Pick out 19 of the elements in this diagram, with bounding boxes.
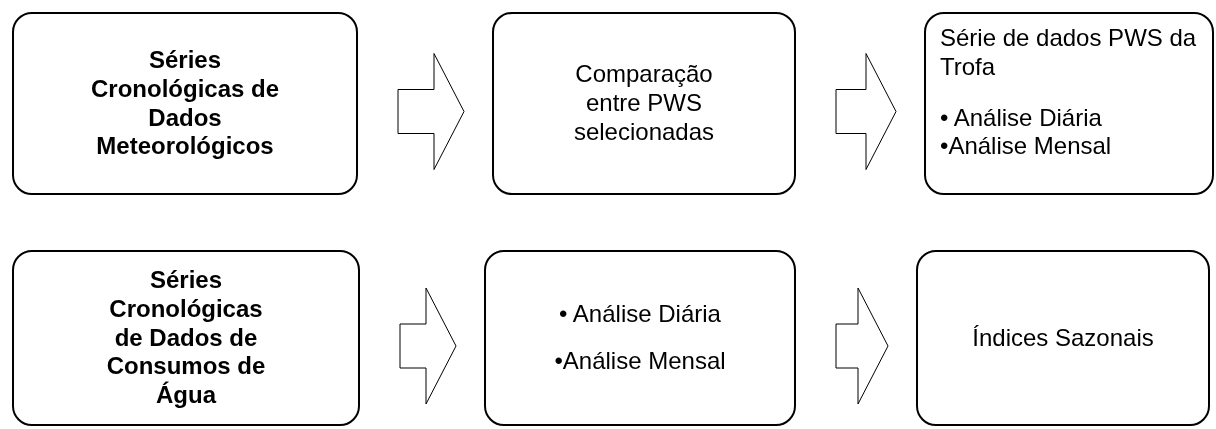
process-box xyxy=(12,12,358,195)
box-text: • Análise Diária xyxy=(940,103,1102,133)
process-box xyxy=(924,12,1214,195)
box-text: Série de dados PWS da Trofa xyxy=(940,24,1198,82)
block-arrow xyxy=(835,53,897,170)
box-text: Índices Sazonais xyxy=(972,323,1154,353)
block-arrow xyxy=(397,53,465,170)
box-text: • Análise Diária xyxy=(559,300,721,329)
box-text: Comparação entre PWS selecionadas xyxy=(572,60,716,147)
box-text: Séries Cronológicas de Dados Meteorológicos xyxy=(90,45,280,162)
process-box xyxy=(484,250,796,426)
process-box xyxy=(12,250,360,426)
box-text: Séries Cronológicas de Dados de Consumos de Água xyxy=(105,266,267,410)
process-box xyxy=(916,250,1210,426)
box-text: •Análise Mensal xyxy=(554,347,726,376)
box-text: •Análise Mensal xyxy=(940,132,1112,162)
process-box xyxy=(492,12,796,195)
block-arrow xyxy=(399,287,457,405)
block-arrow xyxy=(835,287,889,405)
